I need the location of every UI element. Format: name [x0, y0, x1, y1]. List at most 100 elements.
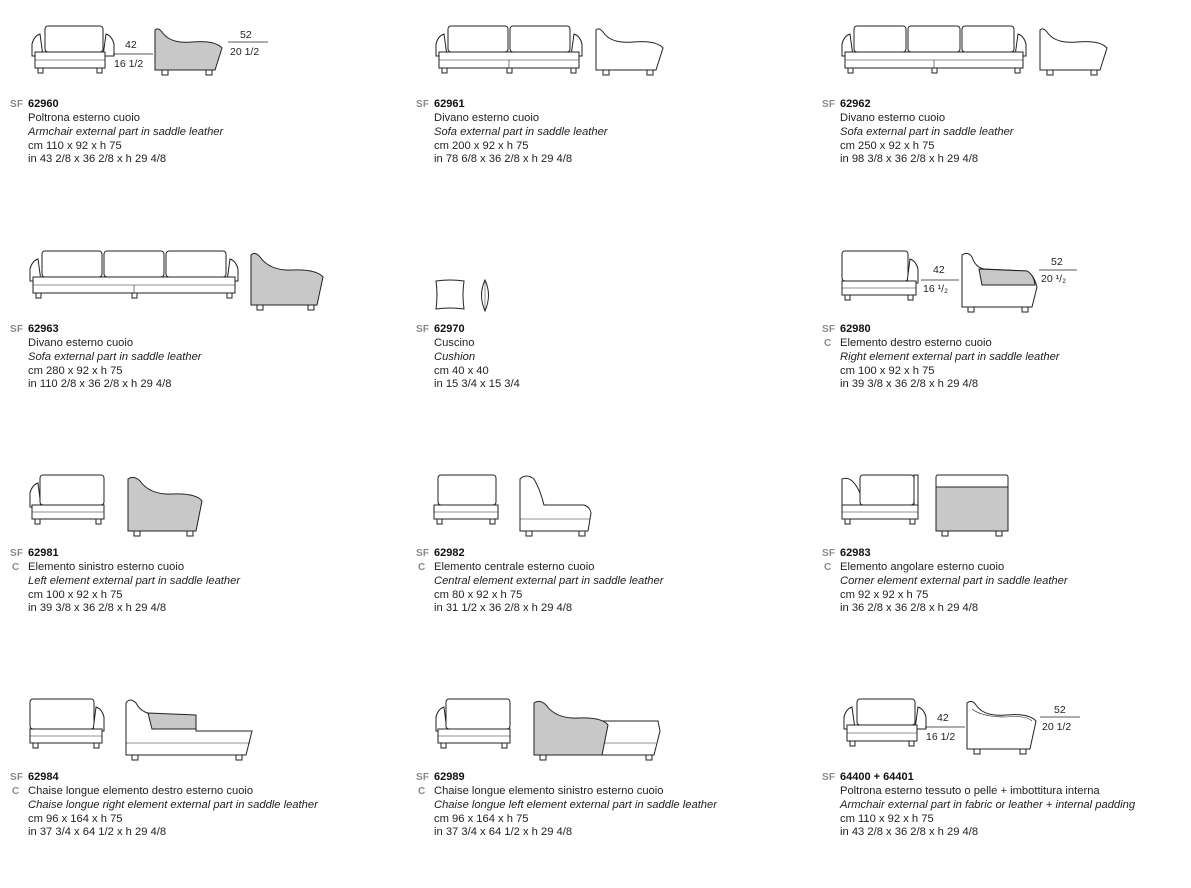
- product-name: Divano esterno cuoio: [28, 337, 134, 349]
- product-description: Chaise longue left element external part…: [434, 798, 717, 811]
- product-description: Chaise longue right element external par…: [28, 798, 318, 811]
- product-description: Right element external part in saddle le…: [840, 350, 1060, 363]
- size-in: in 43 2/8 x 36 2/8 x h 29 4/8: [28, 153, 167, 166]
- size-in: in 43 2/8 x 36 2/8 x h 29 4/8: [840, 826, 979, 839]
- right-element-front-icon: [841, 250, 919, 301]
- product-details: Elemento sinistro esterno cuoio Left ele…: [28, 561, 240, 616]
- size-in: in 110 2/8 x 36 2/8 x h 29 4/8: [28, 378, 172, 391]
- product-details: Chaise longue elemento destro esterno cu…: [28, 785, 318, 840]
- size-in: in 15 3/4 x 15 3/4: [434, 378, 520, 391]
- dimension-labels: 42 16 1/2 52 20 1/2: [925, 704, 1080, 743]
- sofa-front-icon: [841, 25, 1027, 74]
- product-62982: SF C 62982 Elemento centrale esterno cuo…: [416, 449, 796, 659]
- tag-sf: SF: [10, 772, 24, 783]
- product-62961: SF 62961 Divano esterno cuoio Sofa exter…: [416, 0, 796, 210]
- product-description: Armchair external part in fabric or leat…: [840, 798, 1136, 811]
- tag-sf: SF: [416, 99, 430, 110]
- product-details: Elemento centrale esterno cuoio Central …: [434, 561, 663, 616]
- back-height-in: 20 ¹/₂: [1041, 273, 1066, 285]
- armchair-front-icon: [31, 25, 115, 74]
- armchair-side-icon: [966, 700, 1037, 755]
- product-details: Poltrona esterno cuoio Armchair external…: [28, 112, 223, 167]
- product-code: 62961: [434, 98, 465, 110]
- tag-c: C: [12, 786, 20, 797]
- product-drawings: [10, 225, 390, 315]
- size-in: in 36 2/8 x 36 2/8 x h 29 4/8: [840, 602, 979, 615]
- product-description: Sofa external part in saddle leather: [28, 350, 202, 363]
- size-in: in 39 3/8 x 36 2/8 x h 29 4/8: [28, 602, 167, 615]
- sofa-side-icon: [250, 252, 324, 311]
- chaise-left-side-icon: [533, 700, 661, 761]
- central-element-side-icon: [519, 475, 592, 537]
- product-description: Corner element external part in saddle l…: [840, 574, 1068, 587]
- size-in: in 37 3/4 x 64 1/2 x h 29 4/8: [28, 826, 167, 839]
- size-cm: cm 96 x 164 x h 75: [434, 812, 529, 825]
- seat-height-in: 16 ¹/₂: [923, 283, 948, 295]
- sofa-front-icon: [435, 25, 583, 74]
- product-62989: SF C 62989 Chaise longue elemento sinist…: [416, 673, 796, 883]
- product-name: Elemento centrale esterno cuoio: [434, 561, 595, 573]
- product-62962: SF 62962 Divano esterno cuoio Sofa exter…: [822, 0, 1191, 210]
- size-cm: cm 110 x 92 x h 75: [840, 812, 934, 825]
- size-in: in 31 1/2 x 36 2/8 x h 29 4/8: [434, 602, 573, 615]
- product-description: Sofa external part in saddle leather: [840, 125, 1014, 138]
- sofa-front-icon: [29, 250, 239, 299]
- product-drawings: [416, 673, 796, 763]
- dimension-labels: 42 16 ¹/₂ 52 20 ¹/₂: [921, 256, 1077, 295]
- product-description: Left element external part in saddle lea…: [28, 574, 241, 587]
- product-62984: SF C 62984 Chaise longue elemento destro…: [10, 673, 390, 883]
- tag-sf: SF: [416, 324, 430, 335]
- product-name: Poltrona esterno cuoio: [28, 112, 140, 124]
- product-drawings: [822, 449, 1191, 539]
- product-62963: SF 62963 Divano esterno cuoio Sofa exter…: [10, 225, 390, 435]
- product-drawings: [10, 449, 390, 539]
- tag-sf: SF: [10, 548, 24, 559]
- size-cm: cm 92 x 92 x h 75: [840, 588, 929, 601]
- dimension-labels: 42 16 1/2 52 20 1/2: [113, 29, 268, 70]
- product-name: Divano esterno cuoio: [434, 112, 540, 124]
- size-cm: cm 100 x 92 x h 75: [28, 588, 123, 601]
- tag-c: C: [824, 338, 832, 349]
- tag-sf: SF: [416, 548, 430, 559]
- product-code: 64400 + 64401: [840, 771, 914, 783]
- product-details: Elemento angolare esterno cuoio Corner e…: [840, 561, 1068, 616]
- product-code: 62960: [28, 98, 59, 110]
- product-drawings: 42 16 1/2 52 20 1/2: [10, 0, 390, 90]
- product-code: 62983: [840, 547, 871, 559]
- product-drawings: [416, 449, 796, 539]
- corner-element-side-icon: [935, 474, 1009, 537]
- seat-height-cm: 42: [937, 712, 949, 724]
- left-element-side-icon: [127, 476, 203, 537]
- product-drawings: [416, 0, 796, 90]
- tag-sf: SF: [822, 99, 836, 110]
- tag-c: C: [12, 562, 20, 573]
- product-description: Central element external part in saddle …: [434, 574, 664, 587]
- size-in: in 37 3/4 x 64 1/2 x h 29 4/8: [434, 826, 573, 839]
- product-name: Divano esterno cuoio: [840, 112, 946, 124]
- product-code: 62982: [434, 547, 465, 559]
- seat-height-in: 16 1/2: [114, 58, 143, 70]
- size-in: in 39 3/8 x 36 2/8 x h 29 4/8: [840, 378, 979, 391]
- seat-height-cm: 42: [933, 264, 945, 276]
- cushion-side-icon: [481, 278, 489, 313]
- tag-sf: SF: [10, 324, 24, 335]
- size-in: in 78 6/8 x 36 2/8 x h 29 4/8: [434, 153, 573, 166]
- size-cm: cm 200 x 92 x h 75: [434, 139, 529, 152]
- product-code: 62980: [840, 323, 871, 335]
- product-name: Elemento sinistro esterno cuoio: [28, 561, 185, 573]
- product-description: Armchair external part in saddle leather: [28, 125, 224, 138]
- seat-height-cm: 42: [125, 39, 137, 51]
- product-name: Chaise longue elemento sinistro esterno …: [434, 785, 664, 797]
- product-details: Chaise longue elemento sinistro esterno …: [434, 785, 717, 840]
- product-drawings: 42 16 1/2 52 20 1/2: [822, 673, 1191, 763]
- product-details: Divano esterno cuoio Sofa external part …: [434, 112, 608, 167]
- size-cm: cm 100 x 92 x h 75: [840, 364, 935, 377]
- size-in: in 98 3/8 x 36 2/8 x h 29 4/8: [840, 153, 979, 166]
- product-code: 62981: [28, 547, 59, 559]
- product-drawings: [416, 225, 796, 315]
- sofa-side-icon: [595, 28, 664, 76]
- tag-c: C: [824, 562, 832, 573]
- armchair-front-icon: [843, 698, 927, 747]
- back-height-in: 20 1/2: [1042, 721, 1071, 733]
- product-code: 62984: [28, 771, 59, 783]
